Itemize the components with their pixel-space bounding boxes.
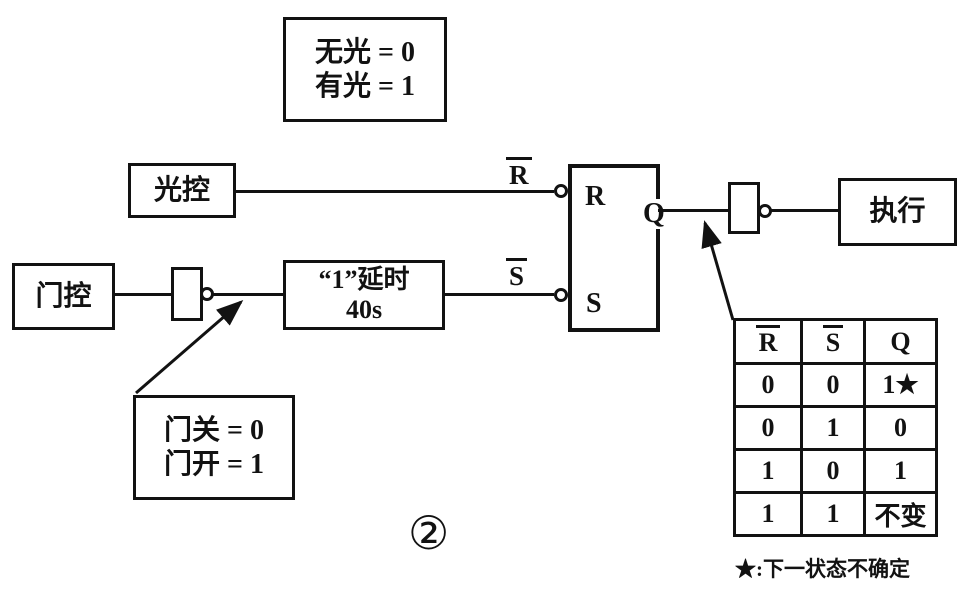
truth-table-row: 1 1 不变 <box>733 491 938 537</box>
wire-inverter-to-delay <box>212 293 283 296</box>
s-bar-signal-label: S <box>506 258 528 290</box>
flipflop-s-bubble <box>554 288 568 302</box>
legend-light-box: 无光 = 0 有光 = 1 <box>283 17 447 122</box>
truth-header-r: R <box>733 318 803 365</box>
truth-cell: 0 <box>733 362 803 408</box>
truth-header-r-text: R <box>755 325 781 356</box>
truth-cell: 0 <box>800 362 866 408</box>
flipflop-r-bubble <box>554 184 568 198</box>
s-bar-text: S <box>506 258 528 290</box>
truth-cell: 1 <box>863 448 938 494</box>
legend-light-line1: 无光 = 0 <box>315 36 415 68</box>
arrow-table-to-q-wire <box>701 220 735 321</box>
light-control-label: 光控 <box>153 174 210 206</box>
truth-header-q: Q <box>863 318 938 365</box>
note-door-box: 门关 = 0 门开 = 1 <box>133 395 295 500</box>
flipflop-s-input-label: S <box>586 288 602 319</box>
truth-table-header-row: R S Q <box>733 318 938 365</box>
r-bar-text: R <box>506 157 532 189</box>
light-control-block: 光控 <box>128 163 236 218</box>
truth-cell: 1 <box>800 491 866 537</box>
truth-cell: 0 <box>733 405 803 451</box>
truth-table-row: 1 0 1 <box>733 448 938 494</box>
wire-inverter-to-execute <box>770 209 838 212</box>
truth-cell: 1 <box>733 491 803 537</box>
figure-number: ② <box>408 506 450 560</box>
door-control-block: 门控 <box>12 263 115 330</box>
execute-label: 执行 <box>869 196 926 228</box>
delay-block: “1”延时 40s <box>283 260 445 330</box>
truth-header-s-text: S <box>822 325 844 356</box>
door-control-label: 门控 <box>35 280 92 312</box>
truth-table: R S Q 0 0 1★ 0 1 0 1 0 <box>733 318 938 537</box>
output-inverter-gate <box>728 182 760 234</box>
truth-header-s: S <box>800 318 866 365</box>
truth-header-q-text: Q <box>890 326 911 356</box>
legend-light-line2: 有光 = 1 <box>315 70 415 102</box>
truth-cell: 不变 <box>863 491 938 537</box>
wire-delay-to-s <box>445 293 554 296</box>
note-door-line2: 门开 = 1 <box>164 448 264 480</box>
truth-cell: 0 <box>863 405 938 451</box>
wire-light-to-r <box>234 190 554 193</box>
wire-door-to-inverter <box>113 293 171 296</box>
door-inverter-gate <box>171 267 203 321</box>
note-door-line1: 门关 = 0 <box>164 414 264 446</box>
execute-block: 执行 <box>838 178 957 246</box>
flipflop-r-input-label: R <box>585 181 606 212</box>
truth-cell: 1 <box>800 405 866 451</box>
truth-cell: 1 <box>733 448 803 494</box>
truth-cell: 1★ <box>863 362 938 408</box>
rs-flipflop <box>568 164 660 332</box>
truth-cell: 0 <box>800 448 866 494</box>
r-bar-signal-label: R <box>506 157 532 189</box>
delay-label-line1: “1”延时 <box>318 265 410 295</box>
truth-table-row: 0 1 0 <box>733 405 938 451</box>
flipflop-q-output-label: Q <box>641 198 667 229</box>
delay-label-line2: 40s <box>345 295 383 324</box>
wire-q-to-inverter <box>658 209 728 212</box>
truth-table-row: 0 0 1★ <box>733 362 938 408</box>
table-footnote: ★:下一状态不确定 <box>735 557 910 581</box>
